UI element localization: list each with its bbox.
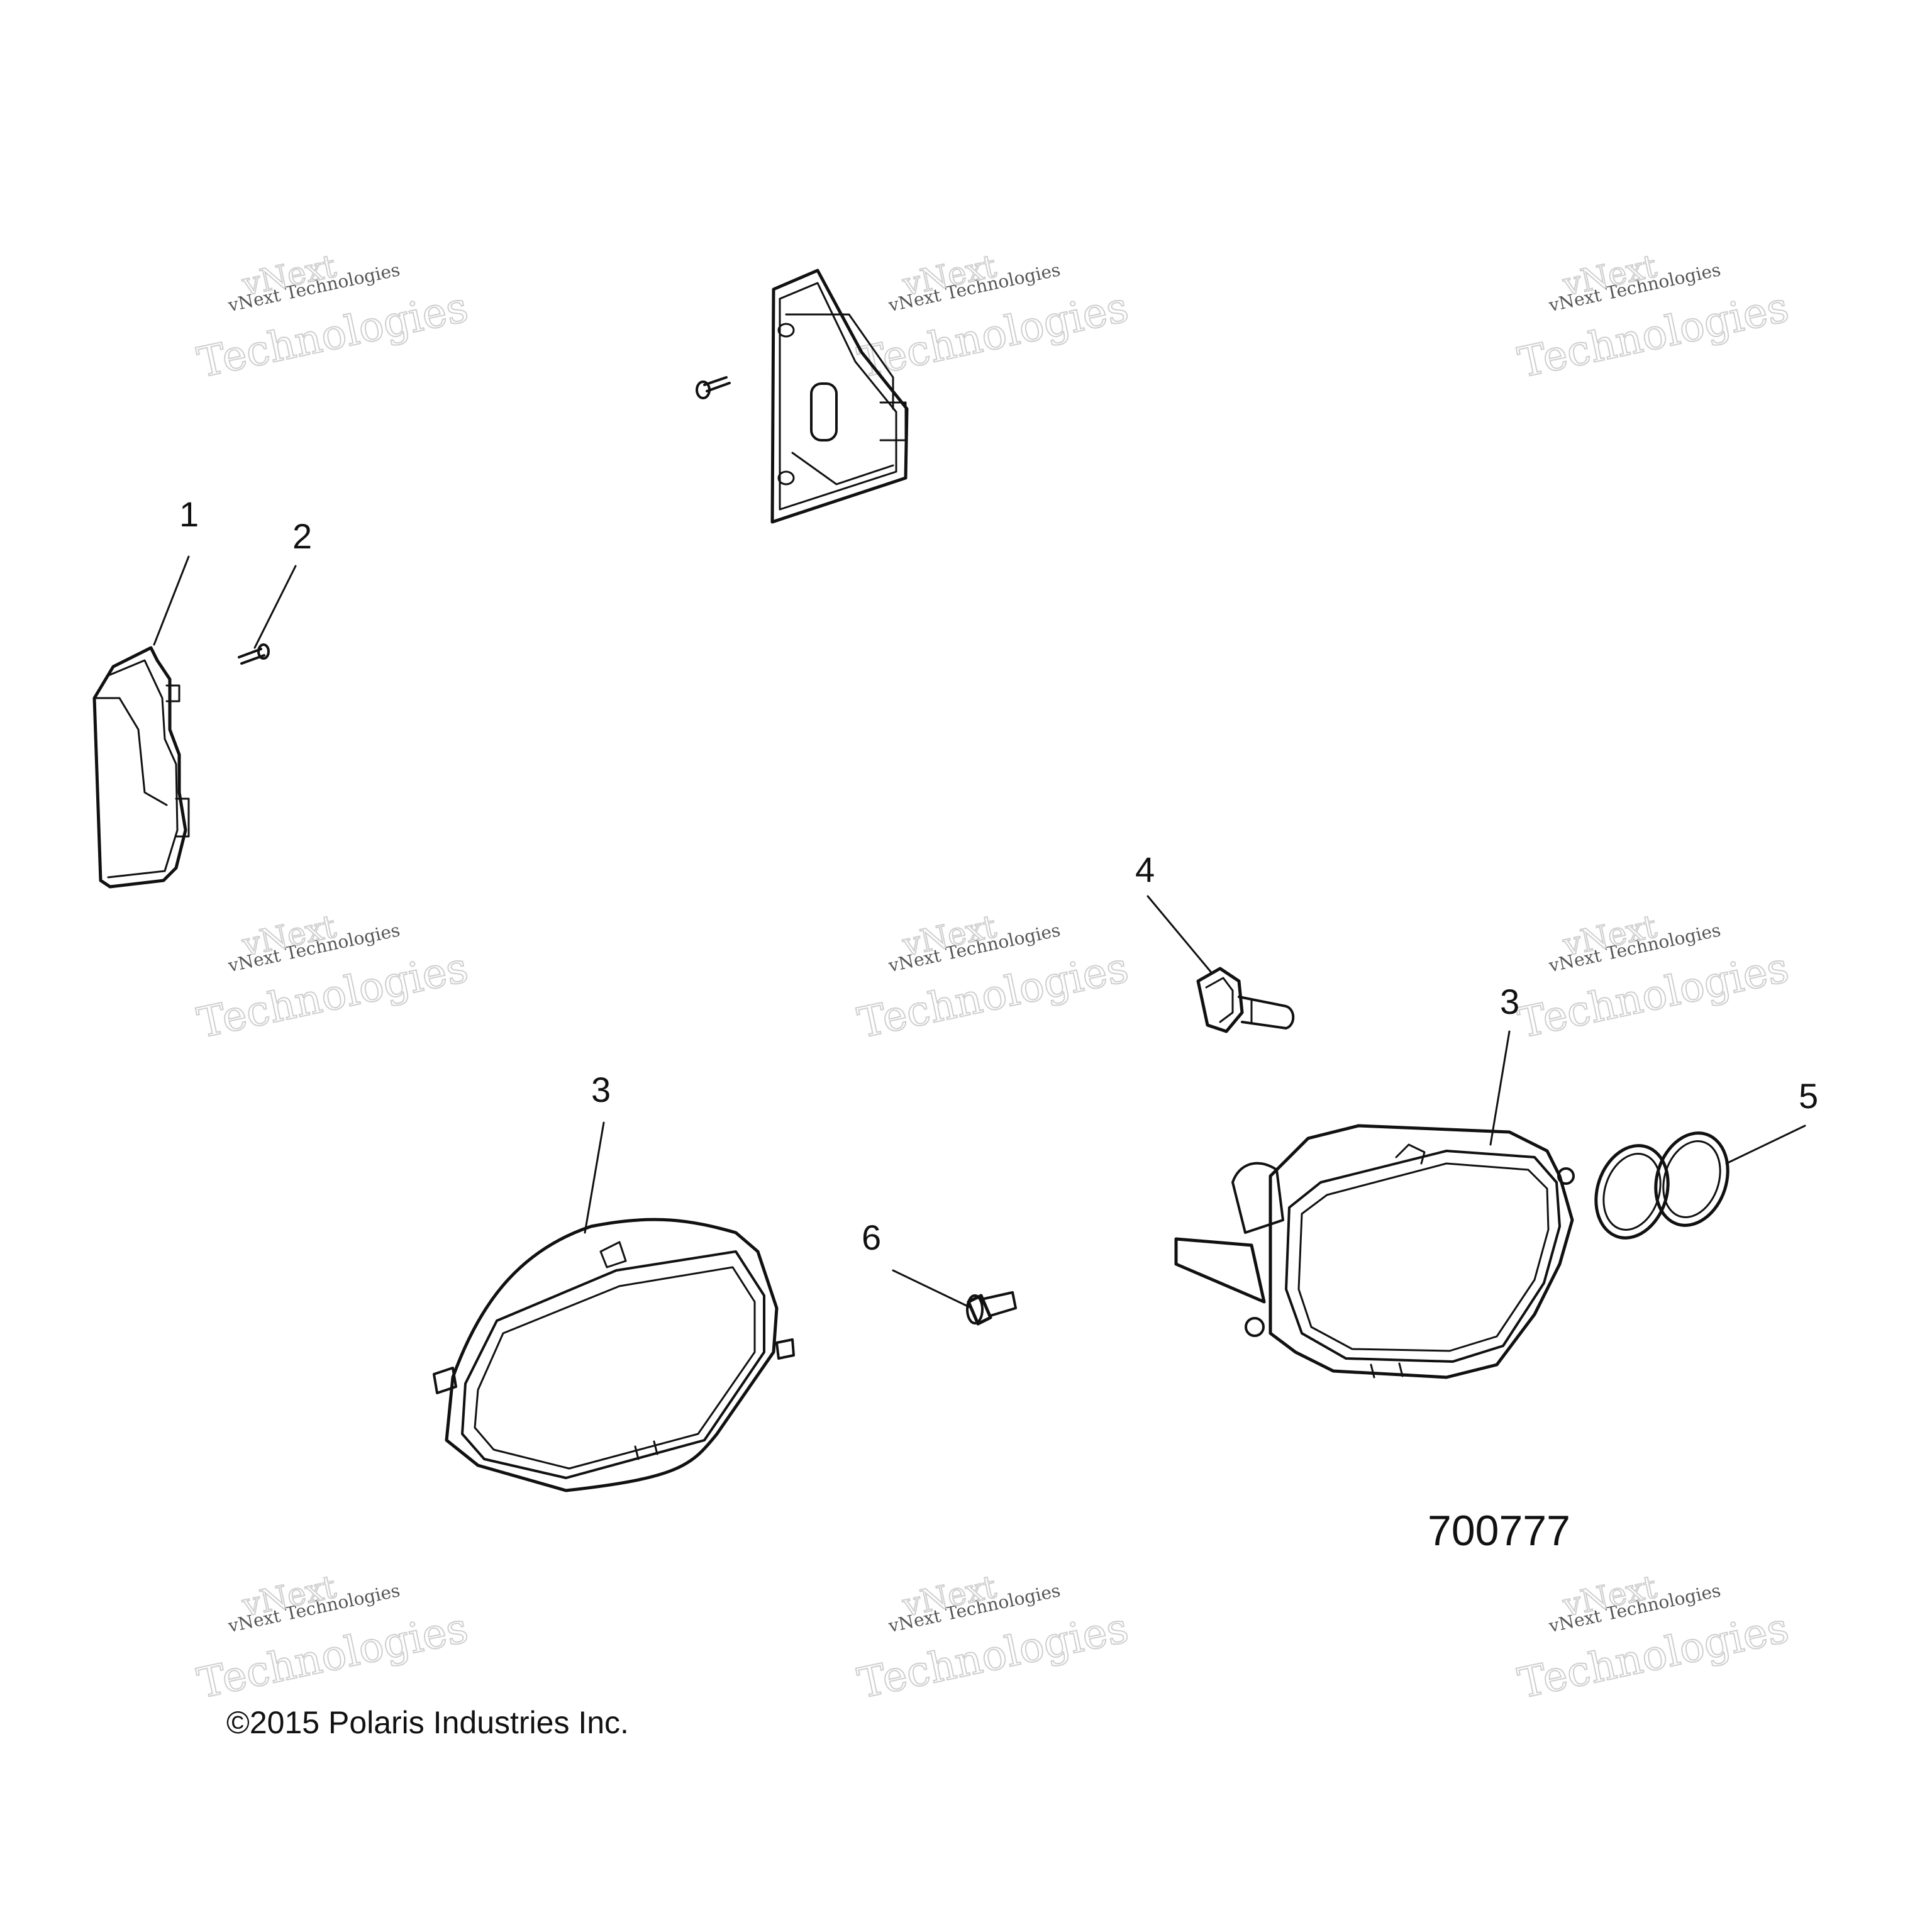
callout-1: 1 xyxy=(179,494,199,534)
side-marker-light-part xyxy=(92,646,190,889)
figure-number: 700777 xyxy=(1428,1507,1570,1555)
small-screw-top xyxy=(696,376,731,399)
adjuster-screw-part xyxy=(966,1291,1017,1326)
headlight-left-part xyxy=(433,1218,795,1492)
callout-6: 6 xyxy=(862,1218,882,1257)
headlight-right-part xyxy=(1174,1124,1575,1379)
copyright-text: ©2015 Polaris Industries Inc. xyxy=(226,1705,629,1740)
callout-2: 2 xyxy=(292,516,313,556)
callout-3-right: 3 xyxy=(1500,982,1520,1021)
callout-4: 4 xyxy=(1135,850,1155,889)
leader-lines xyxy=(153,555,1806,1309)
callout-3-left: 3 xyxy=(591,1070,611,1109)
callout-5: 5 xyxy=(1799,1076,1819,1116)
o-rings-part xyxy=(1594,1131,1729,1240)
rear-housing-part xyxy=(770,269,909,524)
screw-part xyxy=(238,643,270,665)
bulb-part xyxy=(1196,967,1295,1033)
